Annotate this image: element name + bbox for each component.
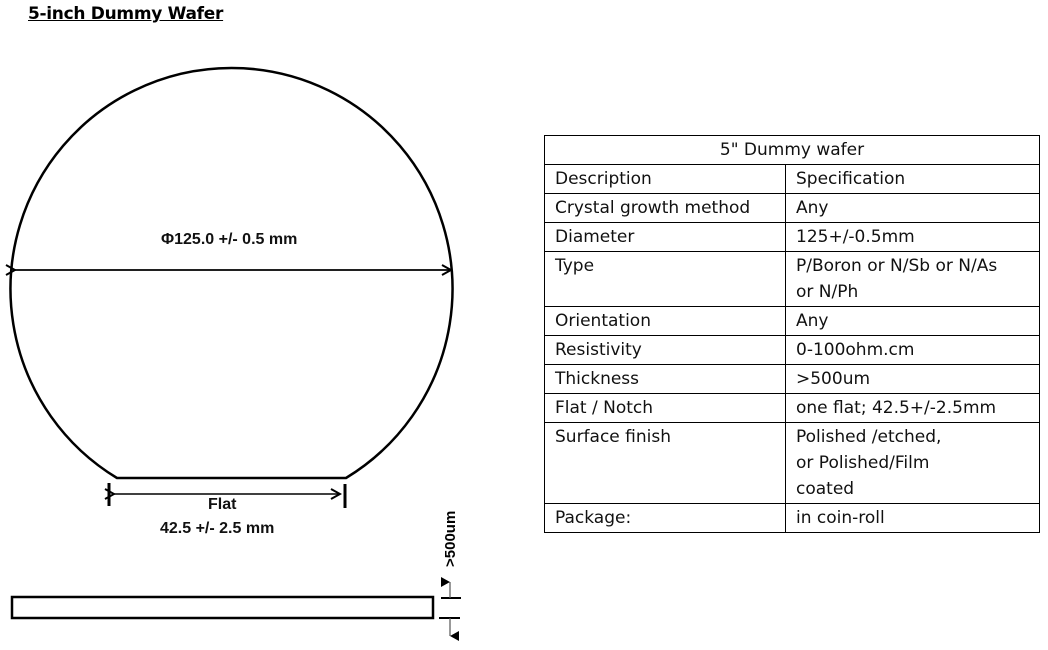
row-description: Thickness: [544, 364, 786, 394]
table-caption-row: 5" Dummy wafer: [544, 135, 1040, 165]
row-specification: Any: [785, 306, 1040, 336]
row-specification: one flat; 42.5+/-2.5mm: [785, 393, 1040, 423]
row-specification: 125+/-0.5mm: [785, 222, 1040, 252]
table-row: Orientation Any: [544, 306, 1040, 336]
header-specification: Specification: [785, 164, 1040, 194]
table-row: Diameter 125+/-0.5mm: [544, 222, 1040, 252]
row-specification: 0-100ohm.cm: [785, 335, 1040, 365]
table-row: Resistivity 0-100ohm.cm: [544, 335, 1040, 365]
flat-label: Flat: [208, 496, 237, 513]
spec-table: 5" Dummy wafer Description Specification…: [544, 135, 1040, 533]
page-title: 5-inch Dummy Wafer: [28, 4, 224, 24]
row-specification: >500um: [785, 364, 1040, 394]
table-row: Surface finish Polished /etched, or Poli…: [544, 422, 1040, 504]
row-description: Diameter: [544, 222, 786, 252]
row-description: Resistivity: [544, 335, 786, 365]
table-header-row: Description Specification: [544, 164, 1040, 194]
table-row: Package: in coin-roll: [544, 503, 1040, 533]
header-description: Description: [544, 164, 786, 194]
row-specification: Any: [785, 193, 1040, 223]
thickness-label: >500um: [442, 510, 459, 567]
flat-dimension-label: 42.5 +/- 2.5 mm: [160, 520, 275, 537]
row-description: Surface finish: [544, 422, 786, 504]
table-row: Thickness >500um: [544, 364, 1040, 394]
row-description: Package:: [544, 503, 786, 533]
diameter-label: Φ125.0 +/- 0.5 mm: [161, 231, 298, 248]
row-specification: P/Boron or N/Sb or N/As or N/Ph: [785, 251, 1040, 307]
row-description: Type: [544, 251, 786, 307]
row-specification: Polished /etched, or Polished/Film coate…: [785, 422, 1040, 504]
table-row: Flat / Notch one flat; 42.5+/-2.5mm: [544, 393, 1040, 423]
table-caption: 5" Dummy wafer: [544, 135, 1040, 165]
row-description: Flat / Notch: [544, 393, 786, 423]
wafer-outline: [9, 66, 454, 480]
table-row: Crystal growth method Any: [544, 193, 1040, 223]
wafer-side-view: [10, 595, 435, 620]
row-description: Crystal growth method: [544, 193, 786, 223]
row-description: Orientation: [544, 306, 786, 336]
table-row: Type P/Boron or N/Sb or N/As or N/Ph: [544, 251, 1040, 307]
row-specification: in coin-roll: [785, 503, 1040, 533]
